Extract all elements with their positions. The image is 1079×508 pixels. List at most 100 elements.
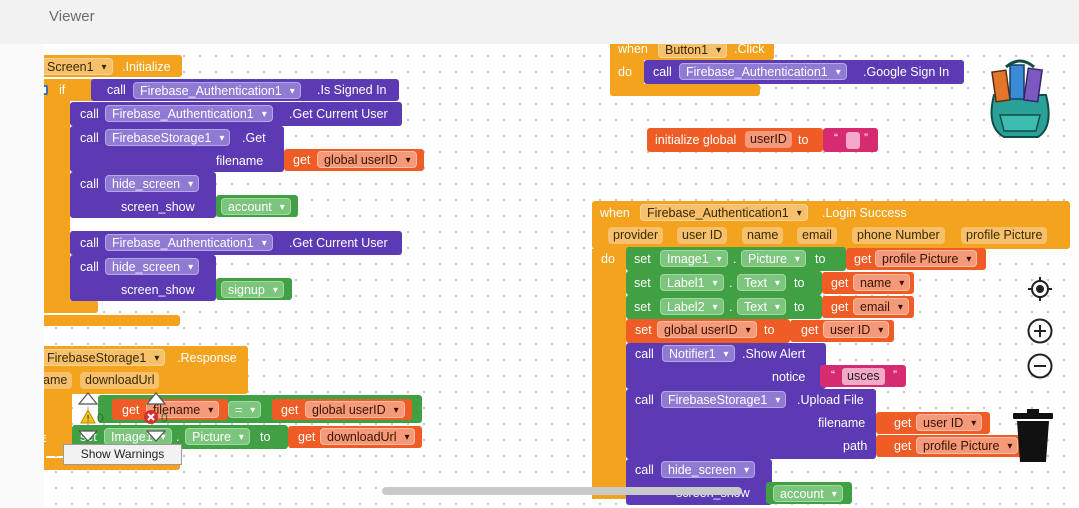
call-label: call <box>635 463 654 477</box>
call-label: call <box>635 393 654 407</box>
equals-dropdown[interactable]: = <box>228 401 262 419</box>
name-dropdown[interactable]: name <box>853 274 911 292</box>
usces-string-field[interactable]: usces <box>842 368 885 385</box>
login-param[interactable]: name <box>742 227 784 244</box>
auth-component-dropdown[interactable]: Firebase_Authentication1 <box>679 63 847 81</box>
login-param[interactable]: profile Picture <box>961 227 1048 244</box>
storage-component-dropdown[interactable]: FirebaseStorage1 <box>105 129 231 147</box>
notifier-component-dropdown[interactable]: Notifier1 <box>662 345 735 363</box>
close-quote: ” <box>864 131 868 145</box>
label1-component-dropdown[interactable]: Label1 <box>660 274 724 292</box>
global-userid-dropdown[interactable]: global userID <box>305 401 405 419</box>
get-label: get <box>298 430 316 444</box>
zoom-in-icon[interactable] <box>1027 318 1053 344</box>
viewer-title: Viewer <box>49 8 95 25</box>
filename-param-label: filename <box>216 154 264 168</box>
profile-picture-dropdown[interactable]: profile Picture <box>875 250 978 268</box>
call-label: call <box>653 65 672 79</box>
text-property-dropdown[interactable]: Text <box>737 298 786 316</box>
show-warnings-button[interactable]: Show Warnings <box>63 444 182 465</box>
left-panel-edge <box>0 44 45 508</box>
login-param[interactable]: email <box>797 227 837 244</box>
call-label: call <box>635 347 654 361</box>
initialize-footer <box>44 315 180 326</box>
open-quote: “ <box>831 368 835 382</box>
response-param[interactable]: downloadUrl <box>80 372 160 389</box>
response-param[interactable]: ame <box>44 372 73 389</box>
auth-component-dropdown[interactable]: Firebase_Authentication1 <box>133 82 301 100</box>
click-footer <box>610 84 760 96</box>
google-sign-in-method: .Google Sign In <box>863 65 950 79</box>
downloadurl-dropdown[interactable]: downloadUrl <box>320 428 416 446</box>
notice-param-label: notice <box>772 370 806 384</box>
initialize-global-block[interactable] <box>647 128 823 152</box>
screen-component-dropdown[interactable]: Screen1 <box>44 58 113 76</box>
userid-dropdown[interactable]: user ID <box>823 321 890 339</box>
dot-label: . <box>733 252 737 266</box>
to-label: to <box>798 133 809 147</box>
to-label: to <box>794 276 805 290</box>
label2-component-dropdown[interactable]: Label2 <box>660 298 724 316</box>
userid-dropdown[interactable]: user ID <box>916 414 983 432</box>
call-label: call <box>80 236 99 250</box>
warning-icon: ! <box>80 409 96 424</box>
account-dropdown[interactable]: account <box>221 198 291 216</box>
picture-property-dropdown[interactable]: Picture <box>741 250 806 268</box>
login-param[interactable]: phone Number <box>852 227 945 244</box>
get-label: get <box>801 323 819 337</box>
global-userid-dropdown[interactable]: global userID <box>657 321 757 339</box>
filename-dropdown[interactable]: filename <box>146 401 220 419</box>
backpack-icon[interactable] <box>980 55 1060 141</box>
horizontal-scrollbar[interactable] <box>382 487 742 495</box>
picture-property-dropdown[interactable]: Picture <box>185 428 250 446</box>
set-label: set <box>634 276 651 290</box>
set-label2-text-block[interactable] <box>626 295 822 319</box>
blocks-workspace[interactable]: Screen1 .Initialize if hen se call Fireb… <box>44 44 1079 508</box>
screen-show-param: screen_show <box>121 283 195 297</box>
error-icon <box>144 410 158 424</box>
to-label: to <box>794 300 805 314</box>
login-body-spine <box>592 249 626 499</box>
auth-component-dropdown[interactable]: Firebase_Authentication1 <box>105 105 273 123</box>
error-up-arrow-icon[interactable] <box>146 392 166 406</box>
if-block-footer <box>44 300 98 313</box>
dot-label: . <box>176 430 180 444</box>
warning-up-arrow-icon[interactable] <box>78 392 98 406</box>
signup-dropdown[interactable]: signup <box>221 281 284 299</box>
trash-icon[interactable] <box>1010 408 1056 464</box>
is-signed-in-method: .Is Signed In <box>317 83 387 97</box>
global-var-name-field[interactable]: userID <box>745 131 792 148</box>
empty-string-field[interactable] <box>846 132 860 149</box>
viewer-header: Viewer <box>0 0 1079 44</box>
call-label: call <box>80 177 99 191</box>
hide-screen-dropdown[interactable]: hide_screen <box>105 258 200 276</box>
set-label: set <box>634 300 651 314</box>
text-property-dropdown[interactable]: Text <box>737 274 786 292</box>
dot-label: . <box>729 300 733 314</box>
auth-component-dropdown[interactable]: Firebase_Authentication1 <box>105 234 273 252</box>
auth-component-dropdown[interactable]: Firebase_Authentication1 <box>640 204 808 222</box>
recenter-icon[interactable] <box>1027 276 1053 302</box>
call-label: call <box>80 131 99 145</box>
global-userid-dropdown[interactable]: global userID <box>317 151 417 169</box>
storage-component-dropdown[interactable]: FirebaseStorage1 <box>44 349 166 367</box>
login-param[interactable]: user ID <box>677 227 728 244</box>
set-label1-text-block[interactable] <box>626 271 822 295</box>
email-dropdown[interactable]: email <box>853 298 909 316</box>
zoom-out-icon[interactable] <box>1027 353 1053 379</box>
login-param[interactable]: provider <box>608 227 664 244</box>
image-component-dropdown[interactable]: Image1 <box>660 250 728 268</box>
warning-down-arrow-icon[interactable] <box>78 429 98 443</box>
profile-picture-dropdown[interactable]: profile Picture <box>916 437 1019 455</box>
storage-component-dropdown[interactable]: FirebaseStorage1 <box>661 391 787 409</box>
get-label: get <box>894 439 912 453</box>
if-else-block[interactable] <box>44 79 100 101</box>
account-dropdown[interactable]: account <box>773 485 843 503</box>
hide-screen-dropdown[interactable]: hide_screen <box>661 461 756 479</box>
error-down-arrow-icon[interactable] <box>146 429 166 443</box>
button-component-dropdown[interactable]: Button1 <box>658 44 728 59</box>
call-label: call <box>80 260 99 274</box>
if-gear-icon[interactable] <box>44 84 49 96</box>
upload-file-method: .Upload File <box>797 393 864 407</box>
hide-screen-dropdown[interactable]: hide_screen <box>105 175 200 193</box>
